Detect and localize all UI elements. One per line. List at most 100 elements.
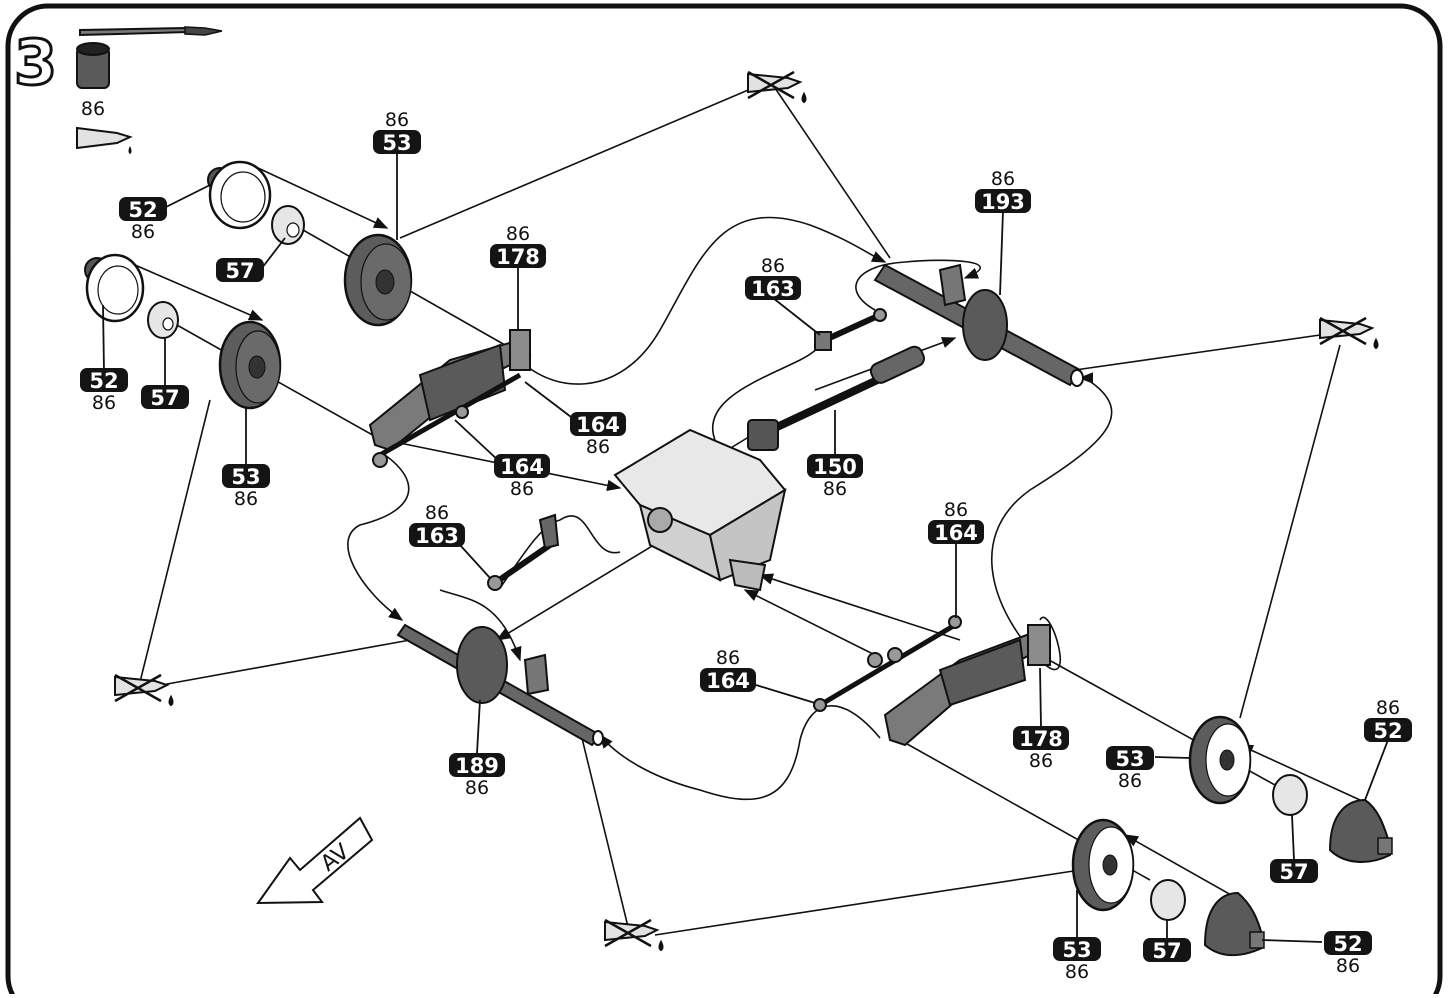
page-frame: [5, 3, 1443, 998]
part-number: 53: [1115, 747, 1144, 771]
part-badge: [1106, 746, 1154, 770]
tire-57-bottom: [1150, 879, 1186, 921]
paint-code: 86: [1118, 770, 1142, 792]
part-badge: [700, 668, 756, 692]
part-badge: [222, 464, 270, 488]
part-number: 163: [415, 524, 459, 548]
paint-code: 86: [234, 488, 258, 510]
part-badge: [928, 520, 984, 544]
paint-code: 86: [92, 392, 116, 414]
paint-code: 86: [1336, 955, 1360, 977]
part-badge: [807, 454, 863, 478]
paint-code: 86: [425, 502, 449, 524]
link-rod-163-lower: [487, 513, 560, 591]
paint-code: 86: [991, 168, 1015, 190]
part-badge: [975, 189, 1031, 213]
svg-text:3: 3: [14, 26, 57, 99]
tire-57-bottom-right: [1272, 774, 1308, 816]
part-badge: [449, 753, 505, 777]
part-number: 163: [751, 277, 795, 301]
part-number: 164: [706, 669, 750, 693]
part-badge: [490, 244, 546, 268]
part-number: 53: [1062, 938, 1091, 962]
wheel-52-bottom: [1203, 891, 1265, 957]
suspension-arm-178-upper: [368, 329, 532, 468]
paint-code: 86: [1065, 961, 1089, 983]
drive-shaft-150: [747, 345, 925, 451]
wheel-52-bottom-right: [1328, 798, 1393, 863]
paint-code: 86: [586, 436, 610, 458]
paint-code: 86: [944, 499, 968, 521]
axle-193: [873, 263, 1084, 387]
paint-code: 86: [510, 478, 534, 500]
part-badge: [1013, 726, 1069, 750]
part-badge: [745, 276, 801, 300]
tire-57-lower: [147, 301, 179, 339]
wheel-52-lower: [84, 253, 145, 323]
paint-code: 86: [385, 109, 409, 131]
part-badge: [119, 197, 167, 221]
part-badge: [1053, 937, 1101, 961]
part-badge: [1364, 718, 1412, 742]
brake-disc-53-bottom: [1071, 818, 1135, 912]
part-number: 57: [1279, 860, 1308, 884]
front-direction-arrow-icon: AV: [256, 816, 374, 905]
part-badge: [216, 258, 264, 282]
part-number: 189: [455, 754, 499, 778]
part-badge: [1270, 859, 1318, 883]
paint-code: 86: [506, 223, 530, 245]
brake-disc-53-lower: [218, 320, 282, 410]
brake-disc-53-upper: [343, 233, 413, 327]
part-number: 52: [1333, 932, 1362, 956]
tire-57-upper: [271, 205, 305, 245]
part-number: 164: [500, 455, 544, 479]
paint-code: 86: [1029, 750, 1053, 772]
callout-part-57-top-upper: 57: [216, 258, 264, 283]
paint-code: 86: [1376, 697, 1400, 719]
assembly-guide-lines: [134, 84, 1361, 936]
callout-part-57-top-lower: 57: [141, 385, 189, 410]
paint-code: 86: [131, 221, 155, 243]
no-glue-icon: [114, 70, 1379, 952]
link-rod-163-upper: [814, 308, 887, 351]
paint-code: 86: [823, 478, 847, 500]
part-number: 52: [128, 198, 157, 222]
part-number: 57: [1152, 939, 1181, 963]
part-badge: [570, 412, 626, 436]
part-number: 164: [576, 413, 620, 437]
part-number: 53: [231, 465, 260, 489]
part-number: 150: [813, 455, 857, 479]
callout-part-57-bottom: 57: [1143, 938, 1191, 963]
callout-part-57-right: 57: [1270, 859, 1318, 884]
part-badge: [141, 385, 189, 409]
part-badge: [1324, 931, 1372, 955]
callout-leaders: [102, 152, 1389, 943]
step-number: 3: [13, 25, 59, 101]
part-number: 164: [934, 521, 978, 545]
part-number: 57: [225, 259, 254, 283]
glue-tube-icon: [76, 126, 133, 154]
legend-paint-code: 86: [81, 98, 105, 120]
part-number: 178: [496, 245, 540, 269]
axle-189: [396, 623, 604, 747]
paint-code: 86: [716, 647, 740, 669]
wheel-52-upper: [207, 160, 272, 230]
